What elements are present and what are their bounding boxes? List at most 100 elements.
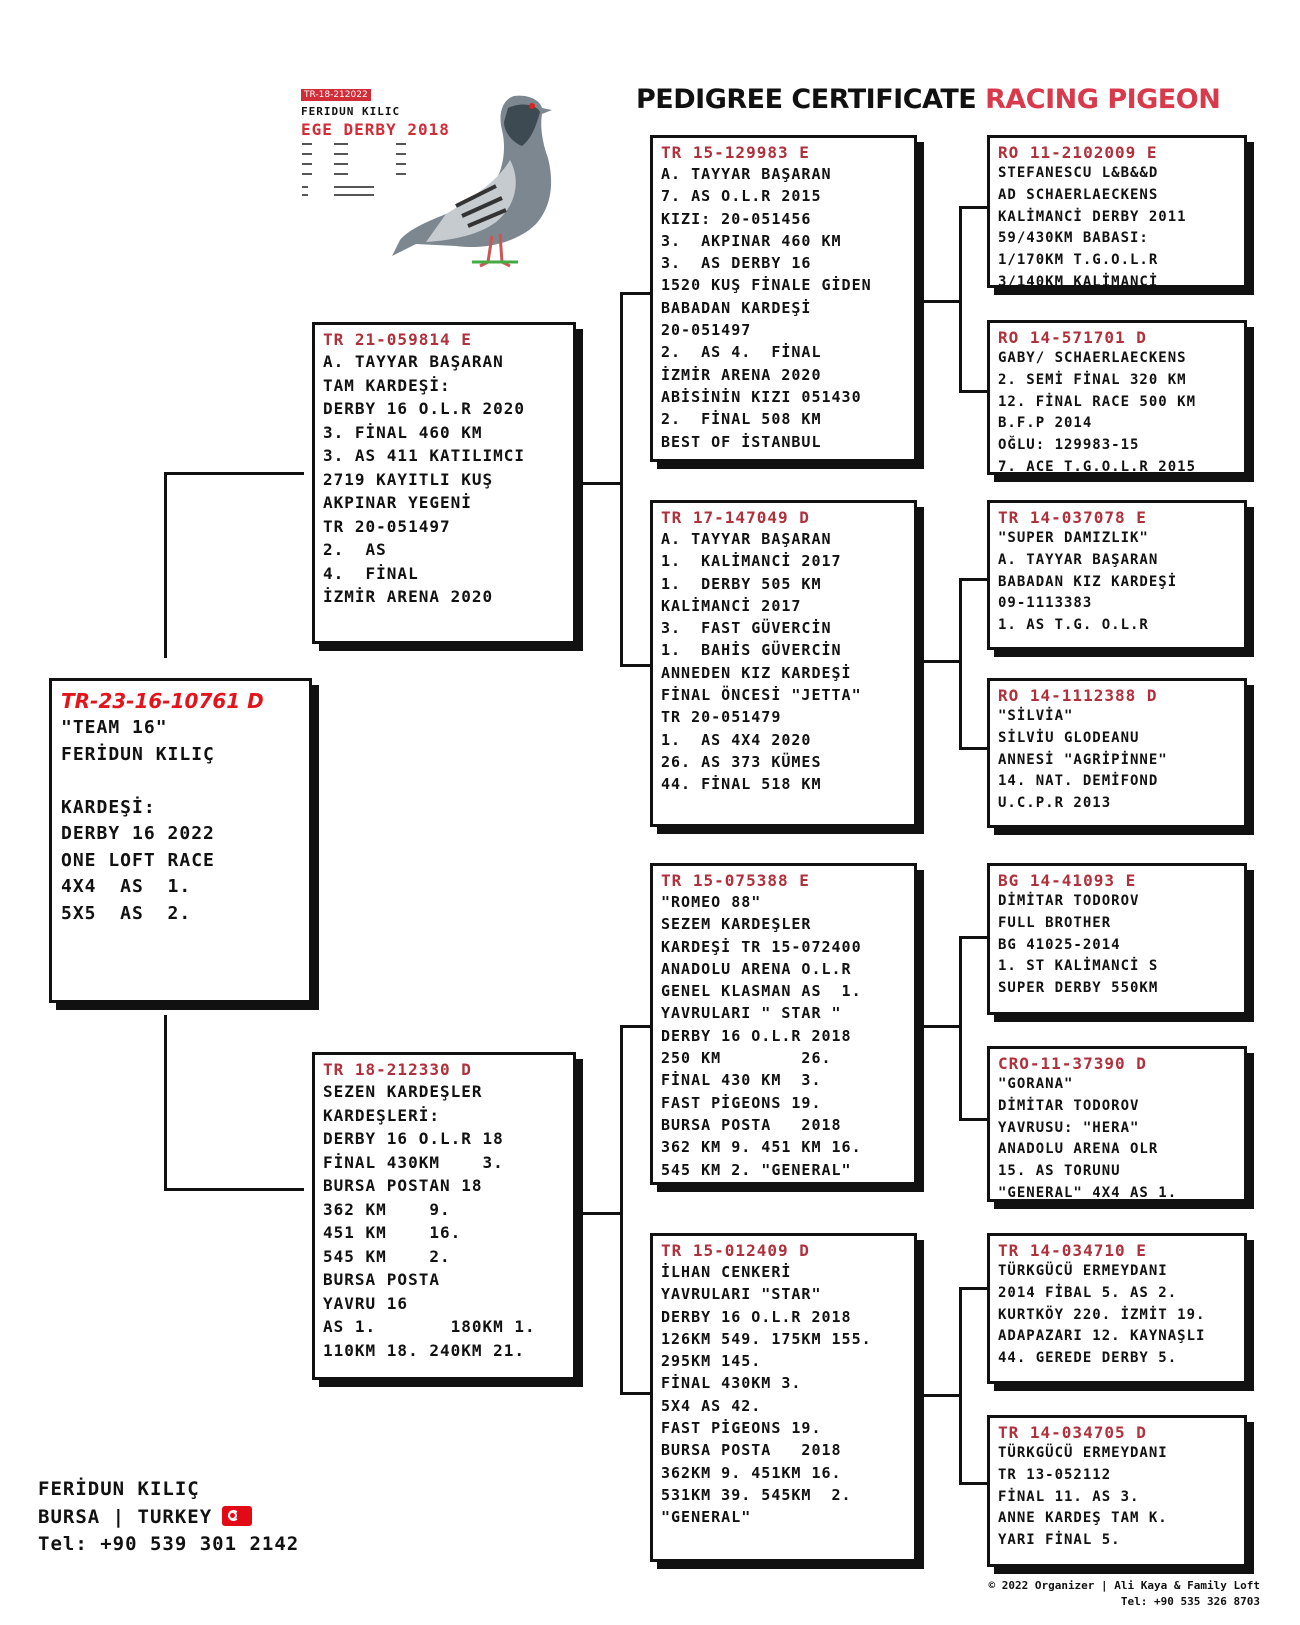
connector	[959, 936, 987, 939]
pedigree-line: ANNEDEN KIZ KARDEŞİ	[661, 663, 852, 682]
pedigree-line: SİLVİU GLODEANU	[998, 729, 1140, 746]
pedigree-line: 3. FAST GÜVERCİN	[661, 619, 832, 638]
pedigree-line: GABY/ SCHAERLAECKENS	[998, 350, 1187, 366]
organizer-text: © 2022 Organizer | Ali Kaya & Family Lof…	[988, 1579, 1260, 1592]
pedigree-line: DERBY 16 O.L.R 2018	[661, 1026, 852, 1045]
pedigree-line: TR 13-052112	[998, 1466, 1112, 1483]
pedigree-line: FİNAL 11. AS 3.	[998, 1488, 1140, 1505]
pedigree-line: 09-1113383	[998, 595, 1093, 612]
pedigree-line: 110KM 18. 240KM 21.	[323, 1340, 526, 1360]
connector	[620, 1025, 623, 1394]
connector	[620, 292, 650, 295]
ring-number: RO 14-571701 D	[998, 328, 1147, 347]
ring-number: TR 15-075388 E	[661, 871, 810, 890]
pedigree-line: 250 KM 26.	[661, 1049, 832, 1068]
pedigree-line: 3. AS DERBY 16	[661, 254, 812, 273]
pedigree-line: 362KM 9. 451KM 16.	[661, 1463, 842, 1482]
pedigree-lines: A. TAYYAR BAŞARAN 1. KALİMANCİ 2017 1. DER…	[661, 528, 906, 796]
pedigree-line: 545 KM 2. "GENERAL"	[661, 1160, 852, 1179]
pedigree-line: OĞLU: 129983-15	[998, 437, 1140, 454]
connector	[917, 300, 960, 303]
pedigree-line: 7. ACE T.G.O.L.R 2015	[998, 458, 1197, 475]
connector	[917, 1025, 960, 1028]
pedigree-line: 59/430KM BABASI:	[998, 230, 1149, 247]
pedigree-line: 1. DERBY 505 KM	[661, 574, 822, 593]
pedigree-line: 1. KALİMANCİ 2017	[661, 552, 842, 571]
breeder-location: BURSA | TURKEY	[38, 1505, 213, 1528]
pedigree-line: ONE LOFT RACE	[61, 849, 215, 871]
pedigree-line: FULL BROTHER	[998, 914, 1112, 931]
page-title: PEDIGREE CERTIFICATE RACING PIGEON	[636, 84, 1221, 115]
pedigree-line: 12. FİNAL RACE 500 KM	[998, 393, 1197, 410]
breeder-contact: FERİDUN KILIÇ BURSA | TURKEY Tel: +90 53…	[38, 1476, 299, 1559]
pedigree-line: 2719 KAYITLI KUŞ	[323, 469, 494, 489]
organizer-phone: Tel: +90 535 326 8703	[1120, 1595, 1260, 1608]
pedigree-line: SUPER DERBY 550KM	[998, 980, 1159, 997]
pedigree-line: TÜRKGÜCÜ ERMEYDANI	[998, 1263, 1168, 1279]
connector	[164, 472, 167, 658]
pedigree-line: "TEAM 16"	[61, 717, 168, 738]
pedigree-line: STEFANESCU L&B&&D	[998, 165, 1159, 181]
pedigree-line: 4. FİNAL	[323, 563, 419, 583]
pedigree-line: BABADAN KARDEŞİ	[661, 298, 812, 317]
pedigree-line: KURTKÖY 220. İZMİT 19.	[998, 1306, 1206, 1323]
pedigree-line: 3. AKPINAR 460 KM	[661, 231, 842, 250]
pedigree-line: TR 20-051497	[323, 516, 451, 536]
ring-number: RO 11-2102009 E	[998, 143, 1158, 162]
pedigree-line: SEZEN KARDEŞLER	[323, 1082, 483, 1101]
pedigree-line: YAVRU 16	[323, 1293, 409, 1313]
ring-number: TR 17-147049 D	[661, 508, 810, 527]
ring-number: TR 14-034710 E	[998, 1241, 1147, 1260]
pedigree-line: DERBY 16 O.L.R 2018	[661, 1307, 852, 1326]
pedigree-line: "GENERAL" 4X4 AS 1.	[998, 1184, 1178, 1201]
pedigree-line: ANNESİ "AGRİPİNNE"	[998, 751, 1168, 768]
connector	[917, 1394, 960, 1397]
pedigree-line: 295KM 145.	[661, 1352, 762, 1371]
turkey-flag-icon	[222, 1505, 253, 1526]
connector	[620, 1025, 650, 1028]
photo-event: EGE DERBY 2018	[301, 120, 450, 139]
pedigree-line: 2. FİNAL 508 KM	[661, 410, 822, 429]
pedigree-line: 3/140KM KALİMANCİ	[998, 273, 1159, 288]
pedigree-line: AKPINAR YEGENİ	[323, 493, 472, 512]
pedigree-line: ADAPAZARI 12. KAYNAŞLI	[998, 1328, 1206, 1345]
pedigree-line: KIZI: 20-051456	[661, 209, 812, 228]
pedigree-line: GENEL KLASMAN AS 1.	[661, 982, 862, 1001]
pedigree-line: A. TAYYAR BAŞARAN	[661, 530, 832, 548]
pedigree-line: BURSA POSTA 2018	[661, 1441, 842, 1460]
pedigree-line: AD SCHAERLAECKENS	[998, 186, 1159, 203]
ring-number: TR 15-012409 D	[661, 1241, 810, 1260]
title-red: RACING PIGEON	[985, 84, 1221, 115]
pedigree-line: U.C.P.R 2013	[998, 795, 1112, 812]
ring-number: BG 14-41093 E	[998, 871, 1137, 890]
pedigree-line: 5X5 AS 2.	[61, 902, 192, 924]
pedigree-line: YARI FİNAL 5.	[998, 1532, 1121, 1549]
pedigree-line: 531KM 39. 545KM 2.	[661, 1485, 852, 1504]
pedigree-lines: "SİLVİA" SİLVİU GLODEANU ANNESİ "AGRİPİNNE…	[998, 706, 1236, 815]
pedigree-line: 14. NAT. DEMİFOND	[998, 773, 1159, 790]
pedigree-line: DERBY 16 2022	[61, 823, 215, 844]
pedigree-line: 2. AS 4. FİNAL	[661, 343, 822, 362]
pedigree-line: YAVRULARI "STAR"	[661, 1285, 822, 1304]
pedigree-line: "SİLVİA"	[998, 708, 1074, 724]
pedigree-line: 20-051497	[661, 321, 752, 340]
dam-sire-box: TR 15-075388 E "ROMEO 88"SEZEM KARDEŞLER…	[650, 863, 917, 1185]
ring-number: TR 18-212330 D	[323, 1060, 472, 1079]
connector	[620, 1392, 650, 1395]
pedigree-lines: "TEAM 16"FERİDUN KILIÇ KARDEŞİ:DERBY 16 …	[61, 715, 300, 927]
pedigree-line: FİNAL 430 KM 3.	[661, 1071, 822, 1090]
pedigree-line: "GORANA"	[998, 1076, 1074, 1092]
pedigree-line: BG 41025-2014	[998, 936, 1121, 953]
pedigree-line: KARDEŞİ TR 15-072400	[661, 937, 862, 956]
pedigree-line: "ROMEO 88"	[661, 893, 762, 911]
